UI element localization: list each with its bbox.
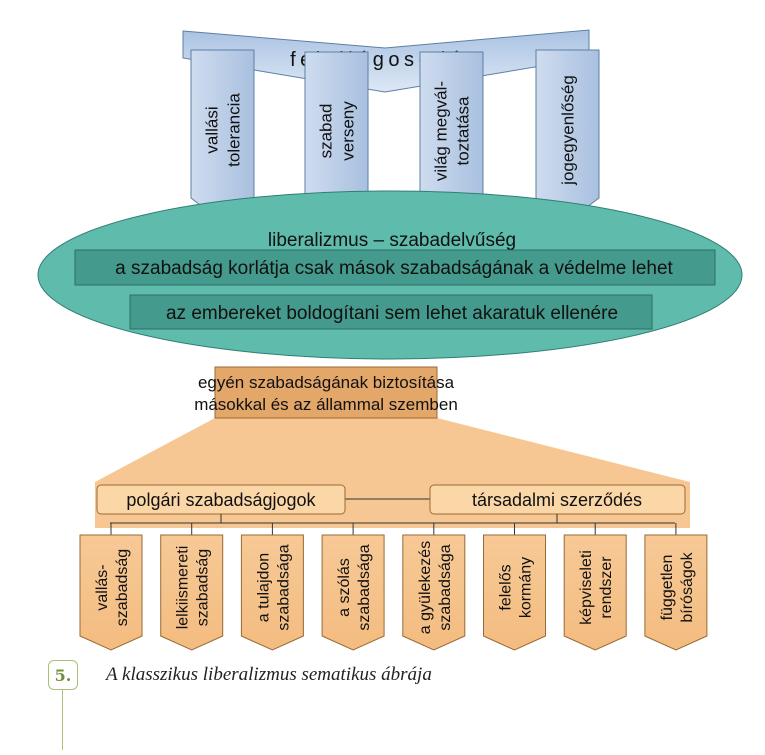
leaf-arrow bbox=[563, 534, 627, 651]
branch-left-label: polgári szabadságjogok bbox=[126, 490, 316, 510]
leaf-label: rendszer bbox=[598, 556, 615, 619]
pillar-arrow bbox=[190, 49, 255, 223]
ellipse-title: liberalizmus – szabadelvűség bbox=[268, 230, 516, 251]
leaf-arrow bbox=[160, 534, 224, 651]
leaf-label: vallás- bbox=[94, 564, 111, 610]
statement-box-1 bbox=[74, 249, 716, 286]
leaf-arrow bbox=[321, 534, 385, 651]
leaf-label: a tulajdon bbox=[255, 553, 272, 622]
pillar-label: verseny bbox=[339, 101, 358, 161]
leaf-label: szabadság bbox=[114, 549, 131, 626]
leaf-label: képviseleti bbox=[578, 550, 595, 625]
core-box bbox=[214, 366, 438, 419]
leaf-label: felelős bbox=[498, 564, 515, 610]
leaf-label: a gyülekezés bbox=[417, 541, 434, 634]
leaf-arrow bbox=[402, 534, 466, 651]
leaf-label: lelkiismereti bbox=[175, 546, 192, 630]
pillar-label: vallási bbox=[203, 106, 222, 153]
core-line-1: egyén szabadságának biztosítása bbox=[198, 373, 455, 392]
figure-number: 5. bbox=[48, 660, 78, 690]
branch-right-label: társadalmi szerződés bbox=[472, 490, 642, 510]
leaf-label: szabadsága bbox=[437, 544, 454, 630]
leaf-label: független bbox=[659, 555, 676, 621]
pillar-label: tolerancia bbox=[225, 93, 244, 167]
caption-accent-line bbox=[62, 690, 63, 750]
statement-2: az embereket boldogítani sem lehet akara… bbox=[166, 303, 618, 324]
leaf-label: szabadsága bbox=[356, 544, 373, 630]
leaf-label: bíróságok bbox=[679, 551, 696, 622]
leaf-arrow bbox=[644, 534, 708, 651]
leaf-label: a szólás bbox=[336, 558, 353, 617]
pillar-label: szabad bbox=[317, 104, 336, 159]
leaf-label: kormány bbox=[518, 557, 535, 618]
leaf-arrow bbox=[483, 534, 546, 651]
core-line-2: másokkal és az állammal szemben bbox=[194, 395, 458, 414]
statement-1: a szabadság korlátja csak mások szabadsá… bbox=[115, 258, 673, 279]
pillar-label: világ megvál- bbox=[432, 81, 451, 181]
leaf-label: szabadsága bbox=[275, 544, 292, 630]
leaf-arrow bbox=[79, 534, 143, 651]
leaf-arrow bbox=[240, 534, 304, 651]
leaf-label: szabadság bbox=[195, 549, 212, 626]
figure-caption: A klasszikus liberalizmus sematikus ábrá… bbox=[106, 664, 432, 685]
pillar-label: toztatása bbox=[454, 96, 473, 166]
statement-box-2 bbox=[129, 294, 653, 330]
pillar-label: jogegyenlőség bbox=[559, 75, 578, 186]
